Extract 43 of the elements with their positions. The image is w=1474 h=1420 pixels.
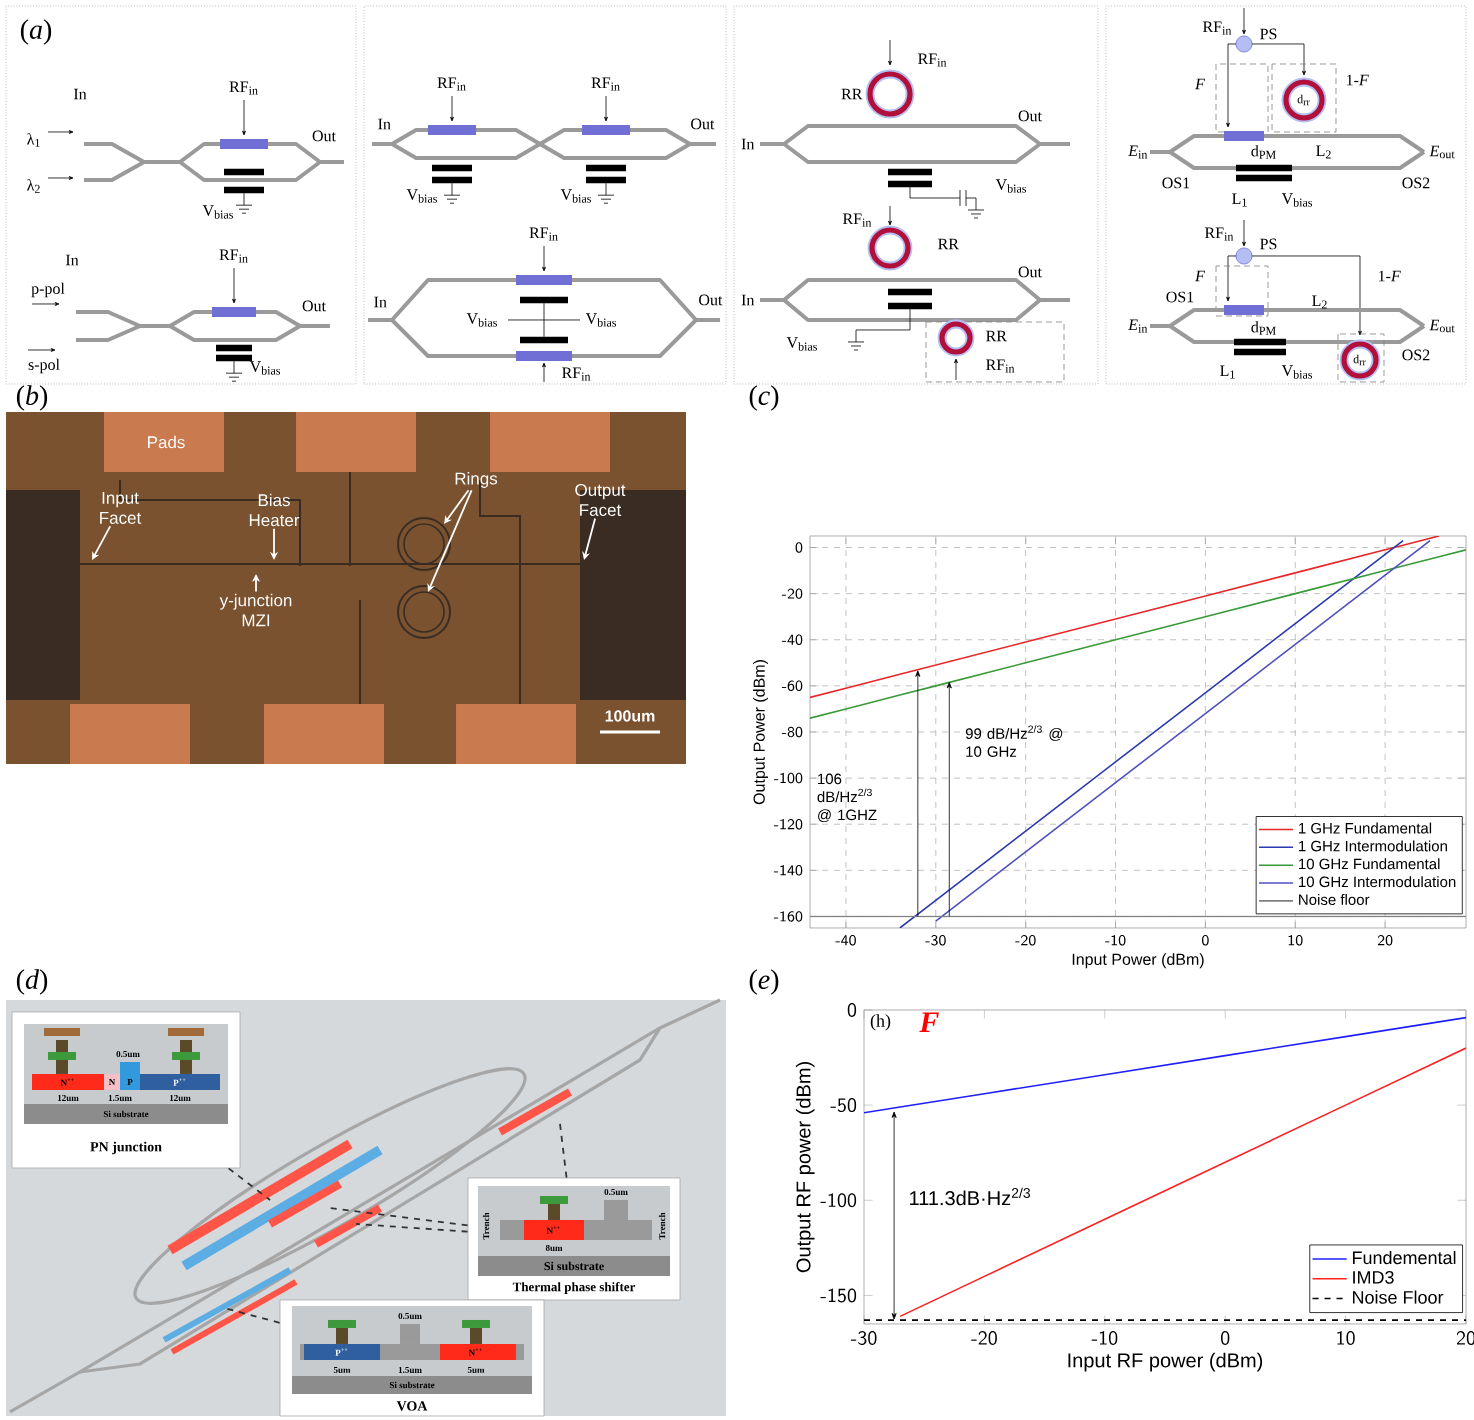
arrow (582, 517, 596, 560)
y-axis-title: Output Power (dBm) (753, 660, 769, 805)
y-tick-label: 0 (847, 1002, 857, 1017)
annotation: 111.3dB·Hz$^{2/3}$ (910, 1187, 1031, 1206)
arrow (92, 525, 112, 560)
photo-label: Pads (148, 435, 185, 449)
photo-label: Bias Heater (249, 493, 300, 527)
y-axis-title: Output RF power (dBm) (795, 1062, 815, 1273)
photo-label: Output Facet (575, 484, 626, 516)
leader-line (559, 1123, 568, 1179)
y-tick-label: -150 (820, 1288, 857, 1303)
photo-label: Input Facet (100, 492, 142, 524)
arrow (427, 489, 473, 592)
photo-label: Rings (455, 472, 498, 488)
x-tick-label: 0 (1221, 1331, 1230, 1346)
schematic-panel: RF$_{in}$ RR In Out V$_{bias}$ RF$_{in}$ RR In Out V$_{bias}$ RR RF$_{in}$ (733, 5, 1099, 385)
leader-line (355, 1223, 469, 1233)
schematic-panel: RF$_{in}$ RF$_{in}$ In Out V$_{bias}$ V$_{bias}$ RF$_{in}$ In V$_{bias}$ V$_{bias}$ Out RF$_{in}$ (363, 5, 727, 385)
x-axis-title: Input Power (dBm) (1072, 953, 1204, 969)
x-tick-label: -10 (1091, 1331, 1118, 1346)
line-series (899, 1047, 1466, 1318)
panel-label: (c) (749, 385, 779, 411)
y-tick-label: -50 (830, 1098, 857, 1113)
annotation: (h) (870, 1014, 891, 1031)
annotation: F (919, 1012, 939, 1033)
leader-line (329, 1207, 469, 1227)
x-tick-label: 10 (1337, 1331, 1355, 1346)
arrow (444, 489, 470, 524)
scale-bar: 100um (600, 710, 660, 734)
legend-label: Fundemental (1352, 1250, 1456, 1265)
line-series (864, 1016, 1466, 1114)
legend-label: IMD3 (1353, 1270, 1394, 1284)
leader-line (227, 1167, 271, 1201)
panel-label: (e) (749, 969, 779, 995)
chip-photo-drawing (6, 412, 686, 764)
panel-label: (a) (20, 19, 52, 45)
photo-label: y-junction MZI (219, 593, 292, 627)
x-axis-title: Input RF power (dBm) (1068, 1352, 1263, 1372)
x-tick-label: -20 (971, 1331, 997, 1346)
y-tick-label: -100 (820, 1193, 857, 1208)
x-tick-label: -30 (850, 1331, 877, 1346)
leader-line (223, 1307, 281, 1324)
legend-label: Noise Floor (1352, 1290, 1444, 1304)
